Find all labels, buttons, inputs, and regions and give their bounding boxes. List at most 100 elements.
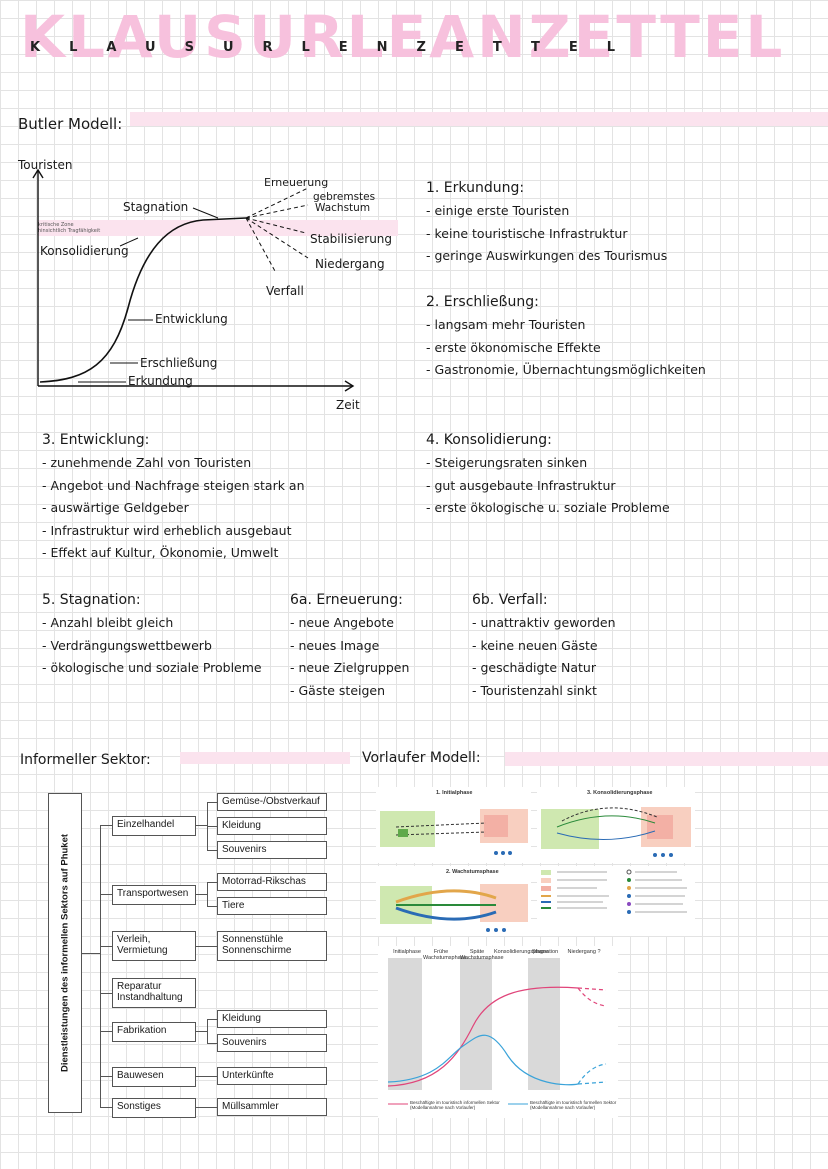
list-item: Verdrängungswettbewerb [42,635,272,658]
section-title: 3. Entwicklung: [42,432,150,448]
butler-svg [32,168,355,392]
vorlaufer-panel-wachstum: 2. Wachstumsphase [376,866,531,936]
item-box: Müllsammler [217,1098,327,1116]
list-item: Anzahl bleibt gleich [42,612,272,635]
phase-label: Späte Wachstumsphase [460,949,504,961]
section-title: 4. Konsolidierung: [426,432,552,448]
section-title: 2. Erschließung: [426,294,539,310]
legend-drawing [541,869,687,914]
list-item: langsam mehr Touristen [426,314,821,337]
connector [196,825,207,826]
konsolidierung-pointer [119,237,139,247]
item-box: Kleidung [217,817,327,835]
branch-gebremstes [245,204,309,219]
phase-label: Stagnation [531,949,559,955]
panel-title: 1. Initialphase [436,790,473,796]
sidebar-label: Dienstleistungen des informellen Sektors… [59,833,71,1073]
connector [207,826,217,827]
category-box: Reparatur Instandhaltung [112,978,196,1008]
panel-title: 2. Wachstumsphase [446,869,499,875]
item-box: Tiere [217,897,327,915]
vorlaufer-phase-chart: Initialphase Frühe Wachstumsphase Späte … [378,946,618,1118]
label-erkundung: Erkundung [128,374,193,388]
list-item: neues Image [290,635,460,658]
branch-verfall [245,217,277,274]
panel-drawing [380,884,528,932]
stagnation-pointer [192,207,219,219]
section-stagnation: 5. Stagnation: Anzahl bleibt gleich Verd… [42,592,272,680]
category-box: Einzelhandel [112,816,196,836]
phase-label: Initialphase [393,949,421,955]
item-box: Gemüse-/Obstverkauf [217,793,327,811]
legend-formal: Beschäftigte im touristisch formellen Se… [530,1100,617,1110]
connector [207,1043,217,1044]
list-item: neue Zielgruppen [290,657,460,680]
list-item: keine touristische Infrastruktur [426,223,816,246]
list-item: keine neuen Gäste [472,635,672,658]
label-stagnation: Stagnation [123,200,189,214]
section-title: 6a. Erneuerung: [290,592,403,608]
vorlaufer-panel-konsolidierung: 3. Konsolidierungsphase [537,787,695,863]
list-item: geringe Auswirkungen des Tourismus [426,245,816,268]
x-axis-arrow [344,380,355,392]
informal-heading: Informeller Sektor: [20,752,151,768]
list-item: gut ausgebaute Infrastruktur [426,475,816,498]
informal-sidebar: Dienstleistungen des informellen Sektors… [48,793,82,1113]
list-item: Angebot und Nachfrage steigen stark an [42,475,412,498]
section-erkundung: 1. Erkundung: einige erste Touristen kei… [426,180,816,268]
label-konsolidierung: Konsolidierung [40,244,129,258]
butler-heading: Butler Modell: [18,115,123,133]
connector [207,1019,208,1044]
connector [196,946,217,947]
list-item: ökologische und soziale Probleme [42,657,272,680]
panel-drawing [380,809,528,855]
list-item: unattraktiv geworden [472,612,672,635]
page-title-decor: KLAUSURLEANZETTEL [20,3,786,71]
page-title: KLAUSURLENZETTEL [30,40,645,55]
section-entwicklung: 3. Entwicklung: zunehmende Zahl von Tour… [42,432,412,565]
heading-highlight [180,752,350,764]
list-item: Touristenzahl sinkt [472,680,672,703]
section-erschliessung: 2. Erschließung: langsam mehr Touristen … [426,294,821,382]
vorlaufer-legend [537,866,695,936]
item-box: Sonnenstühle Sonnenschirme [217,931,327,961]
connector [82,953,100,954]
connector [196,1107,217,1108]
item-box: Souvenirs [217,1034,327,1052]
panel-title: 3. Konsolidierungsphase [587,790,653,796]
connector [196,894,207,895]
section-title: 6b. Verfall: [472,592,548,608]
vorlaufer-panel-initial: 1. Initialphase [376,787,531,863]
list-item: Gastronomie, Übernachtungsmöglichkeiten [426,359,821,382]
list-item: zunehmende Zahl von Touristen [42,452,412,475]
list-item: geschädigte Natur [472,657,672,680]
connector [207,802,217,803]
list-item: neue Angebote [290,612,460,635]
connector [207,850,217,851]
vorlaufer-heading: Vorlaufer Modell: [362,750,481,766]
branch-niedergang [245,217,309,259]
branch-erneuerung [245,187,309,219]
label-erschliessung: Erschließung [140,356,218,370]
x-axis-label: Zeit [336,398,360,412]
connector [100,1076,112,1077]
connector [100,946,112,947]
connector [100,993,112,994]
label-stabilisierung: Stabilisierung [310,232,393,246]
connector [100,825,112,826]
list-item: Gäste steigen [290,680,460,703]
section-title: 1. Erkundung: [426,180,525,196]
category-box: Sonstiges [112,1098,196,1118]
label-erneuerung: Erneuerung [264,176,329,189]
section-title: 5. Stagnation: [42,592,141,608]
list-item: auswärtige Geldgeber [42,497,412,520]
panel-drawing [541,807,691,857]
label-wachstum: Wachstum [315,202,371,214]
connector [207,1019,217,1020]
phase-chart-svg [387,958,607,1105]
critical-zone-label: kritische Zone hinsichtlich Tragfähigkei… [38,222,101,234]
y-axis-arrow [32,168,44,179]
legend-informal: Beschäftigte im touristisch informellen … [410,1100,500,1110]
category-box: Fabrikation [112,1022,196,1042]
item-box: Souvenirs [217,841,327,859]
